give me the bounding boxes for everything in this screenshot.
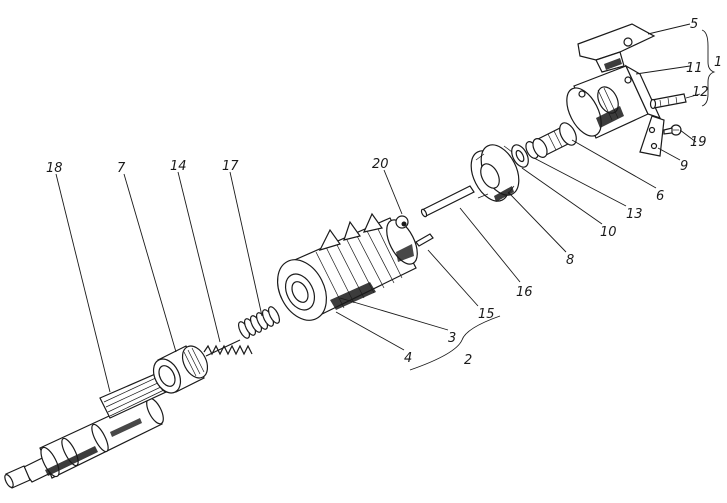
small-spring-part (203, 339, 253, 357)
ring-nut-part (152, 345, 209, 394)
callout-7: 7 (117, 161, 126, 176)
sleeve-part (532, 122, 577, 158)
callout-20: 20 (372, 157, 389, 172)
callout-9: 9 (680, 159, 688, 174)
callout-8: 8 (566, 253, 574, 268)
callout-5: 5 (690, 17, 698, 32)
callout-16: 16 (516, 285, 533, 300)
large-spring-part (237, 306, 281, 339)
gear-wheel-part (470, 144, 520, 202)
lever-part (577, 23, 656, 73)
callout-6: 6 (656, 189, 664, 204)
callout-14: 14 (170, 159, 187, 174)
callout-15: 15 (478, 307, 495, 322)
callout-2: 2 (464, 353, 472, 368)
cover-housing-part (566, 64, 662, 139)
pin-part (415, 233, 434, 247)
leader-lines (55, 23, 716, 393)
ball-part (395, 215, 409, 229)
callout-12: 12 (692, 85, 709, 100)
callout-11: 11 (686, 61, 703, 76)
lock-plate-part (639, 115, 665, 157)
rod-part (420, 185, 475, 218)
callout-4: 4 (404, 351, 412, 366)
washer-part (511, 144, 529, 168)
shaft-part (4, 371, 171, 489)
screw-part (663, 124, 682, 136)
callout-18: 18 (46, 161, 63, 176)
callout-labels: 18 7 14 17 20 16 15 3 4 2 8 10 13 6 9 19… (46, 17, 722, 368)
callout-13: 13 (626, 207, 643, 222)
callout-1: 1 (714, 55, 722, 70)
callout-17: 17 (222, 159, 239, 174)
axle-pin-part (649, 93, 687, 110)
callout-19: 19 (690, 135, 707, 150)
callout-3: 3 (448, 331, 456, 346)
callout-10: 10 (600, 225, 617, 240)
pinion-housing-part (277, 212, 418, 321)
